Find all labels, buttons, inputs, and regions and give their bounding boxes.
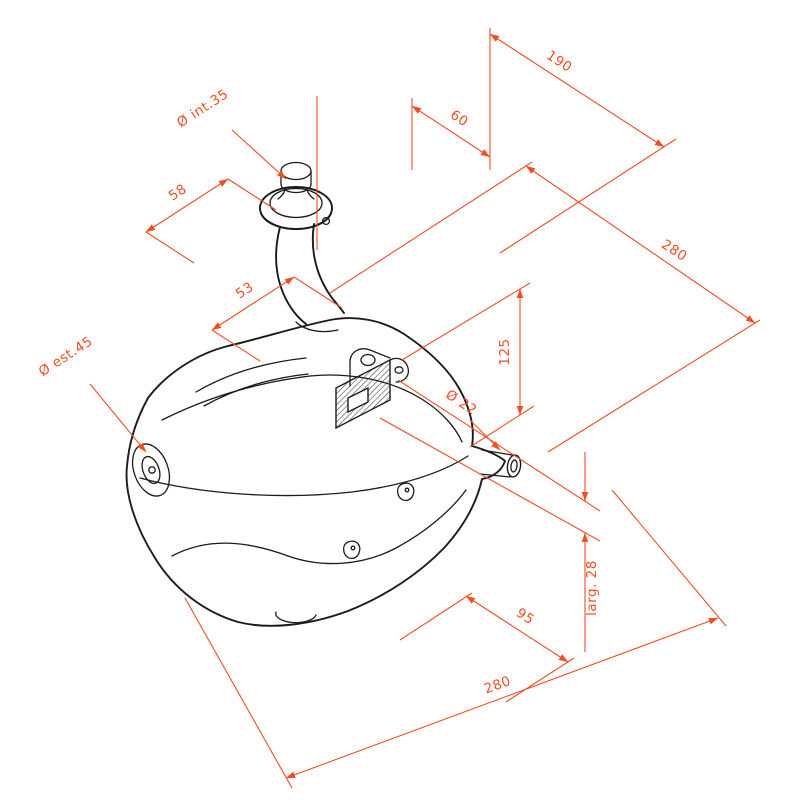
dim-label-58: 58 [166,181,190,204]
inlet-flange [259,161,333,230]
dim-label-280-bottom: 280 [482,673,513,697]
dim-line-280-right [525,165,756,324]
witness-lines [145,28,761,789]
leader-endcap-diameter [89,383,147,453]
dim-line-95 [465,595,569,663]
dim-line-60 [411,105,491,158]
dim-line-58 [145,178,229,233]
leader-inlet-diameter [231,129,287,180]
dim-label-60: 60 [447,107,471,130]
inlet-pipe [275,223,345,325]
dim-label-endcap-diameter: Ø est.45 [36,333,96,380]
muffler-body [125,317,506,627]
dim-label-95: 95 [513,605,537,628]
dim-line-280-bottom [285,617,719,779]
dim-label-inlet-diameter: Ø int.35 [174,86,231,131]
dim-label-125: 125 [497,338,513,365]
dimension-annotations: Ø int.35 190 60 58 280 53 125 Ø est.45 Ø… [36,28,761,789]
exhaust-drawing [125,161,522,627]
mounting-bracket [335,348,410,430]
leader-outlet-diameter [469,419,501,451]
dimension-lines [89,33,756,779]
dim-line-190 [489,33,665,148]
outlet-pipe [479,449,522,478]
dim-label-53: 53 [233,279,257,302]
dimension-labels: Ø int.35 190 60 58 280 53 125 Ø est.45 Ø… [36,48,690,698]
dim-label-larg28: larg. 28 [584,560,600,616]
dim-line-53 [211,276,295,331]
